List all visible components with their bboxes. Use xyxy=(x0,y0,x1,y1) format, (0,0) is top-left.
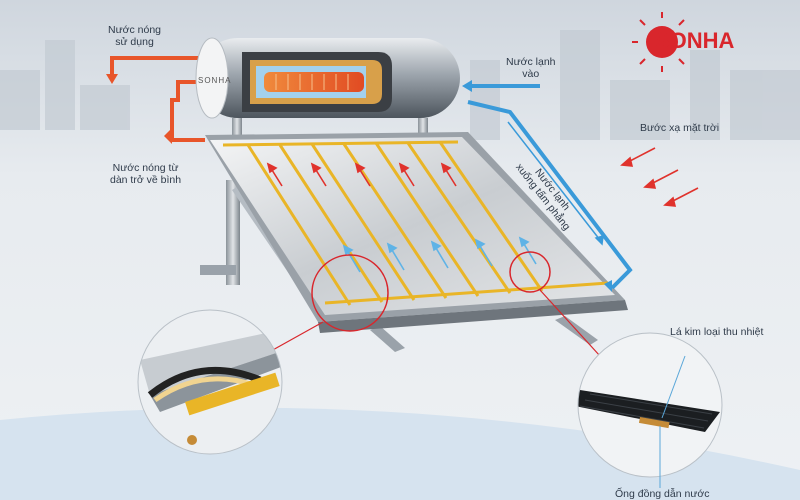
label-hot-water-use-line1: Nước nóng xyxy=(108,24,162,36)
label-cold-water-in: Nước lạnh vào xyxy=(506,56,556,80)
label-cold-water-in-line2: vào xyxy=(522,68,540,80)
label-cold-water-in-line1: Nước lạnh xyxy=(506,56,556,68)
cold-arrow-icon xyxy=(342,236,537,273)
tank-badge: SONHA xyxy=(198,76,232,85)
label-metal-fin: Lá kim loại thu nhiệt xyxy=(670,326,764,338)
heating-coil xyxy=(275,74,349,90)
sun-logo-icon xyxy=(632,12,685,72)
tank-cutaway xyxy=(242,52,392,112)
label-solar-radiation: Bước xạ mặt trời xyxy=(640,122,720,134)
label-hot-water-use: Nước nóng sử dụng xyxy=(108,24,161,48)
label-copper-pipe: Ống đồng dẫn nước xyxy=(615,488,710,500)
radiation-arrow-icon xyxy=(620,147,699,207)
hot-arrow-icon xyxy=(266,162,457,187)
label-hot-water-return: Nước nóng từ dàn trở về bình xyxy=(110,162,181,186)
cold-pipes xyxy=(462,80,633,292)
label-hot-water-use-line2: sử dụng xyxy=(115,36,154,48)
zoom-callout-left xyxy=(137,254,389,455)
label-hot-water-return-line2: dàn trở về bình xyxy=(110,174,182,186)
collector-tubes xyxy=(222,140,609,306)
storage-tank xyxy=(195,37,460,119)
zoom-callout-right xyxy=(509,251,723,488)
hot-pipes xyxy=(106,56,205,144)
city-skyline xyxy=(0,30,800,140)
collector-panel xyxy=(205,132,628,333)
brand-logo-text: SONHA xyxy=(655,28,735,53)
cold-flow-arrow xyxy=(507,121,604,246)
label-hot-water-return-line1: Nước nóng từ xyxy=(112,162,179,174)
